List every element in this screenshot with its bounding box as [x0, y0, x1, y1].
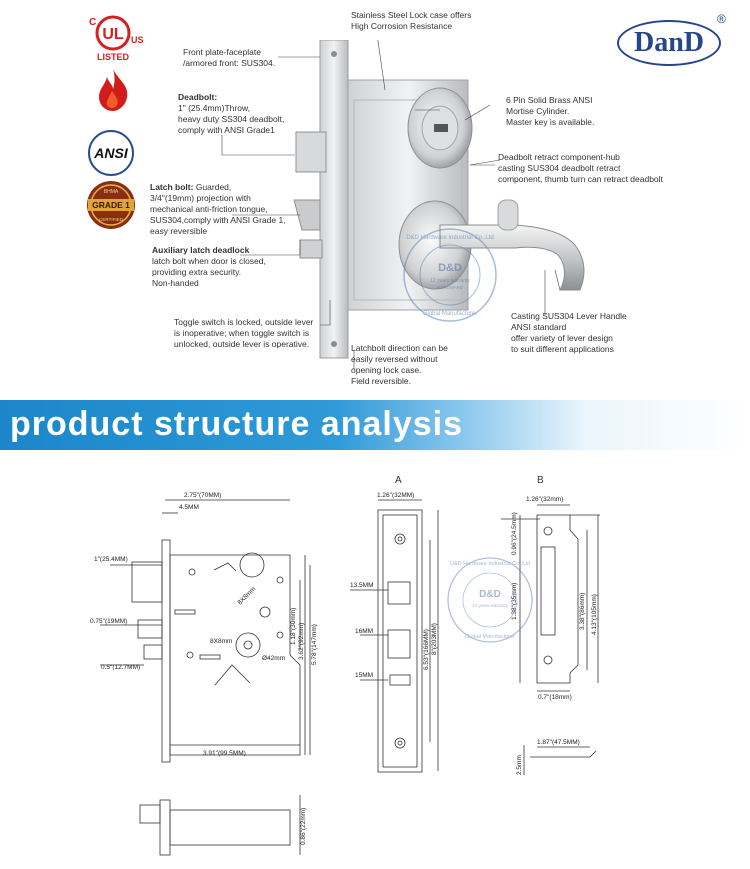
watermark-seal-top: D&D 12 years warranty HARDWARE Global Ma…: [403, 228, 497, 322]
svg-text:1.26"(32mm): 1.26"(32mm): [526, 496, 563, 503]
svg-text:1.26"(32MM): 1.26"(32MM): [377, 492, 414, 499]
svg-text:GRADE 1: GRADE 1: [92, 200, 130, 210]
svg-text:13.5MM: 13.5MM: [350, 582, 373, 589]
lock-product-image: [293, 40, 585, 370]
technical-drawing: 2.75"(70MM) 4.5MM 1"(25.4MM) 0.75"(19MM)…: [90, 475, 600, 856]
svg-text:16MM: 16MM: [355, 628, 373, 635]
svg-text:15MM: 15MM: [355, 672, 373, 679]
svg-text:5.78"(147mm): 5.78"(147mm): [311, 624, 318, 665]
callout-leader-lines: [221, 56, 546, 326]
svg-text:4.13"(105mm): 4.13"(105mm): [591, 594, 598, 635]
dand-logo: DanD: [617, 20, 721, 66]
svg-text:3.62"(92mm): 3.62"(92mm): [298, 623, 305, 660]
svg-text:LISTED: LISTED: [97, 52, 130, 62]
certification-icons: UL C US LISTED ANSI GRADE 1 BHMA CERTIFI…: [87, 15, 144, 229]
svg-text:0.75"(19MM): 0.75"(19MM): [90, 618, 127, 625]
svg-text:D&D Hardware Industrial Co.,Lt: D&D Hardware Industrial Co.,Ltd: [406, 235, 493, 241]
section-banner: [0, 400, 750, 450]
svg-text:1.18"(30mm): 1.18"(30mm): [290, 608, 297, 645]
latch-bolt-note: Latch bolt: Guarded, 3/4"(19mm) projecti…: [150, 182, 286, 236]
svg-text:1"(25.4MM): 1"(25.4MM): [94, 556, 128, 563]
svg-text:BHMA: BHMA: [104, 189, 119, 195]
svg-text:2.5mm: 2.5mm: [516, 755, 523, 775]
svg-text:1.38"(35mm): 1.38"(35mm): [511, 583, 518, 620]
svg-text:0.7"(18mm): 0.7"(18mm): [538, 694, 572, 701]
ul-listed-icon: UL C US LISTED: [89, 15, 144, 62]
svg-text:B: B: [537, 475, 544, 486]
ansi-icon: ANSI: [88, 130, 134, 176]
svg-text:12 years warranty: 12 years warranty: [430, 278, 470, 284]
grade1-seal-icon: GRADE 1 BHMA CERTIFIED: [87, 181, 135, 229]
svg-text:CERTIFIED: CERTIFIED: [99, 217, 123, 222]
deadbolt-note: Deadbolt: 1" (25.4mm)Throw,heavy duty SS…: [178, 92, 285, 135]
banner-title: product structure analysis: [10, 405, 464, 443]
svg-text:8"(203MM): 8"(203MM): [431, 623, 438, 655]
svg-text:8X8mm: 8X8mm: [236, 586, 257, 607]
svg-text:Global Manufacturer: Global Manufacturer: [465, 634, 515, 640]
svg-text:6.53"(166MM): 6.53"(166MM): [423, 629, 430, 670]
svg-text:D&D Hardware Industrial Co.,Lt: D&D Hardware Industrial Co.,Ltd: [450, 561, 530, 567]
svg-text:A: A: [395, 475, 402, 486]
svg-text:D&D: D&D: [479, 589, 501, 600]
registered-mark: ®: [717, 12, 726, 26]
watermark-seal-bottom: D&D 12 years warranty D&D Hardware Indus…: [447, 557, 533, 643]
svg-text:0.96"(24.5mm): 0.96"(24.5mm): [511, 512, 518, 555]
svg-text:US: US: [131, 35, 144, 45]
svg-text:ANSI: ANSI: [93, 145, 129, 161]
svg-text:Global Manufacturer: Global Manufacturer: [423, 311, 477, 317]
fire-icon: [99, 69, 128, 111]
svg-text:0.86"(22mm): 0.86"(22mm): [300, 808, 307, 845]
svg-text:4.5MM: 4.5MM: [179, 504, 199, 511]
svg-text:0.5"(12.7MM): 0.5"(12.7MM): [101, 664, 140, 671]
svg-text:D&D: D&D: [438, 262, 462, 274]
svg-text:HARDWARE: HARDWARE: [437, 285, 463, 290]
front-plate-note: Front plate-faceplate/armored front: SUS…: [183, 47, 276, 68]
svg-text:UL: UL: [102, 26, 124, 43]
aux-latch-note: Auxiliary latch deadlock latch bolt when…: [152, 245, 266, 288]
svg-text:3.91"(99.5MM): 3.91"(99.5MM): [203, 750, 246, 757]
svg-text:8X8mm: 8X8mm: [210, 638, 232, 645]
svg-text:12 years warranty: 12 years warranty: [472, 603, 509, 608]
svg-text:2.75"(70MM): 2.75"(70MM): [184, 492, 221, 499]
svg-text:C: C: [89, 17, 96, 28]
svg-text:Ø42mm: Ø42mm: [262, 655, 285, 662]
svg-text:1.87"(47.5MM): 1.87"(47.5MM): [537, 739, 580, 746]
svg-text:3.38"(86mm): 3.38"(86mm): [579, 593, 586, 630]
